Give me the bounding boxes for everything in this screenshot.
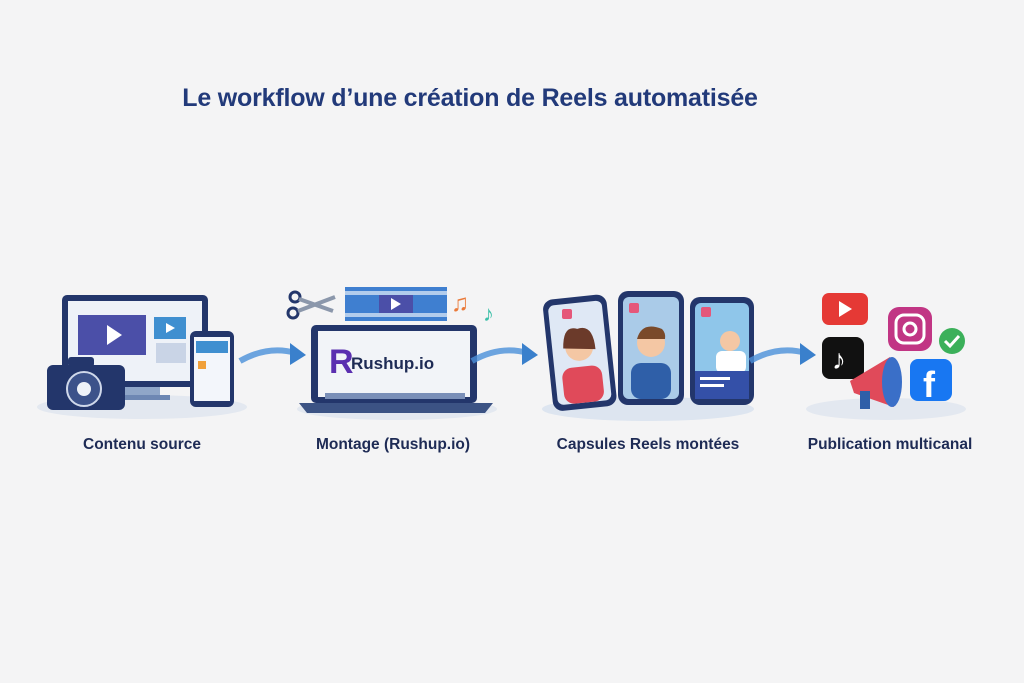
step-montage: R Rushup.io ♫ ♪ [285,285,505,425]
step-capsules-reels [538,285,758,425]
step-label: Montage (Rushup.io) [315,436,471,453]
arrow-right-icon [470,335,540,375]
step-publication: ♪ f [780,285,1000,425]
laptop-editing-icon: R Rushup.io ♫ ♪ [286,287,497,420]
step-label: Publication multicanal [807,436,973,453]
brand-label: Rushup.io [351,354,434,373]
step-label: Capsules Reels montées [556,436,740,453]
svg-text:♪: ♪ [832,344,846,375]
phones-reels-icon [542,291,754,421]
social-networks-icon: ♪ f [806,293,966,420]
arrow-right-icon [238,335,308,375]
music-note-icon: ♫ [451,290,469,317]
music-note-icon: ♪ [483,301,494,326]
page-title: Le workflow d’une création de Reels auto… [182,84,758,112]
devices-camera-icon [37,295,247,419]
instagram-icon [888,307,932,351]
tiktok-icon: ♪ [822,337,864,379]
check-icon [939,328,965,354]
svg-text:f: f [923,364,936,405]
facebook-icon: f [910,359,952,405]
step-label: Contenu source [83,436,201,453]
megaphone-icon [850,357,902,409]
step-contenu-source [30,285,250,425]
scissors-icon [286,290,336,320]
svg-text:R: R [329,343,354,381]
arrow-right-icon [748,335,818,375]
youtube-icon [822,293,868,325]
